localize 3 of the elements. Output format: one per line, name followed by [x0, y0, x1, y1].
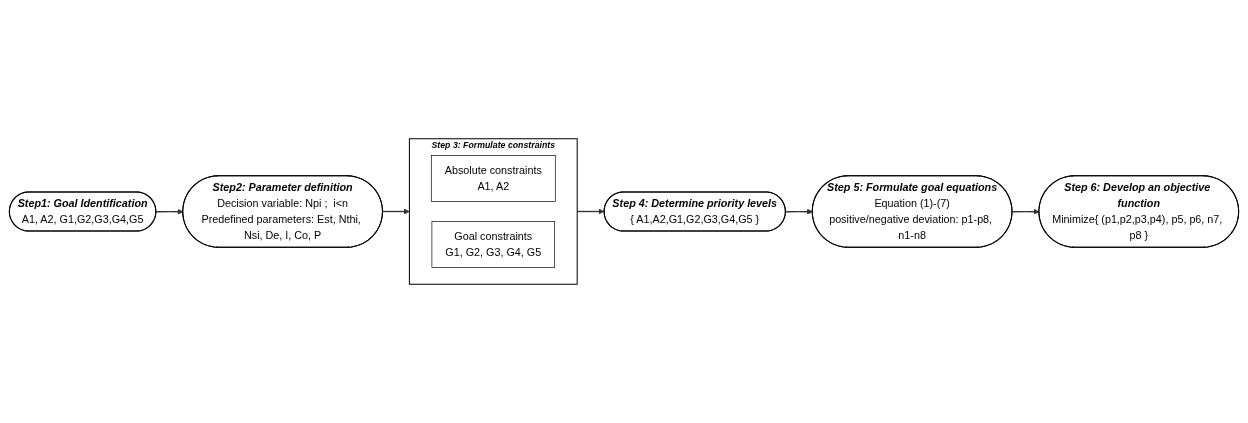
node-box: Absolute constraints A1, A2 [430, 155, 556, 202]
arrow [785, 208, 813, 215]
node-box: Goal constraints G1, G2, G3, G4, G5 [431, 221, 556, 268]
